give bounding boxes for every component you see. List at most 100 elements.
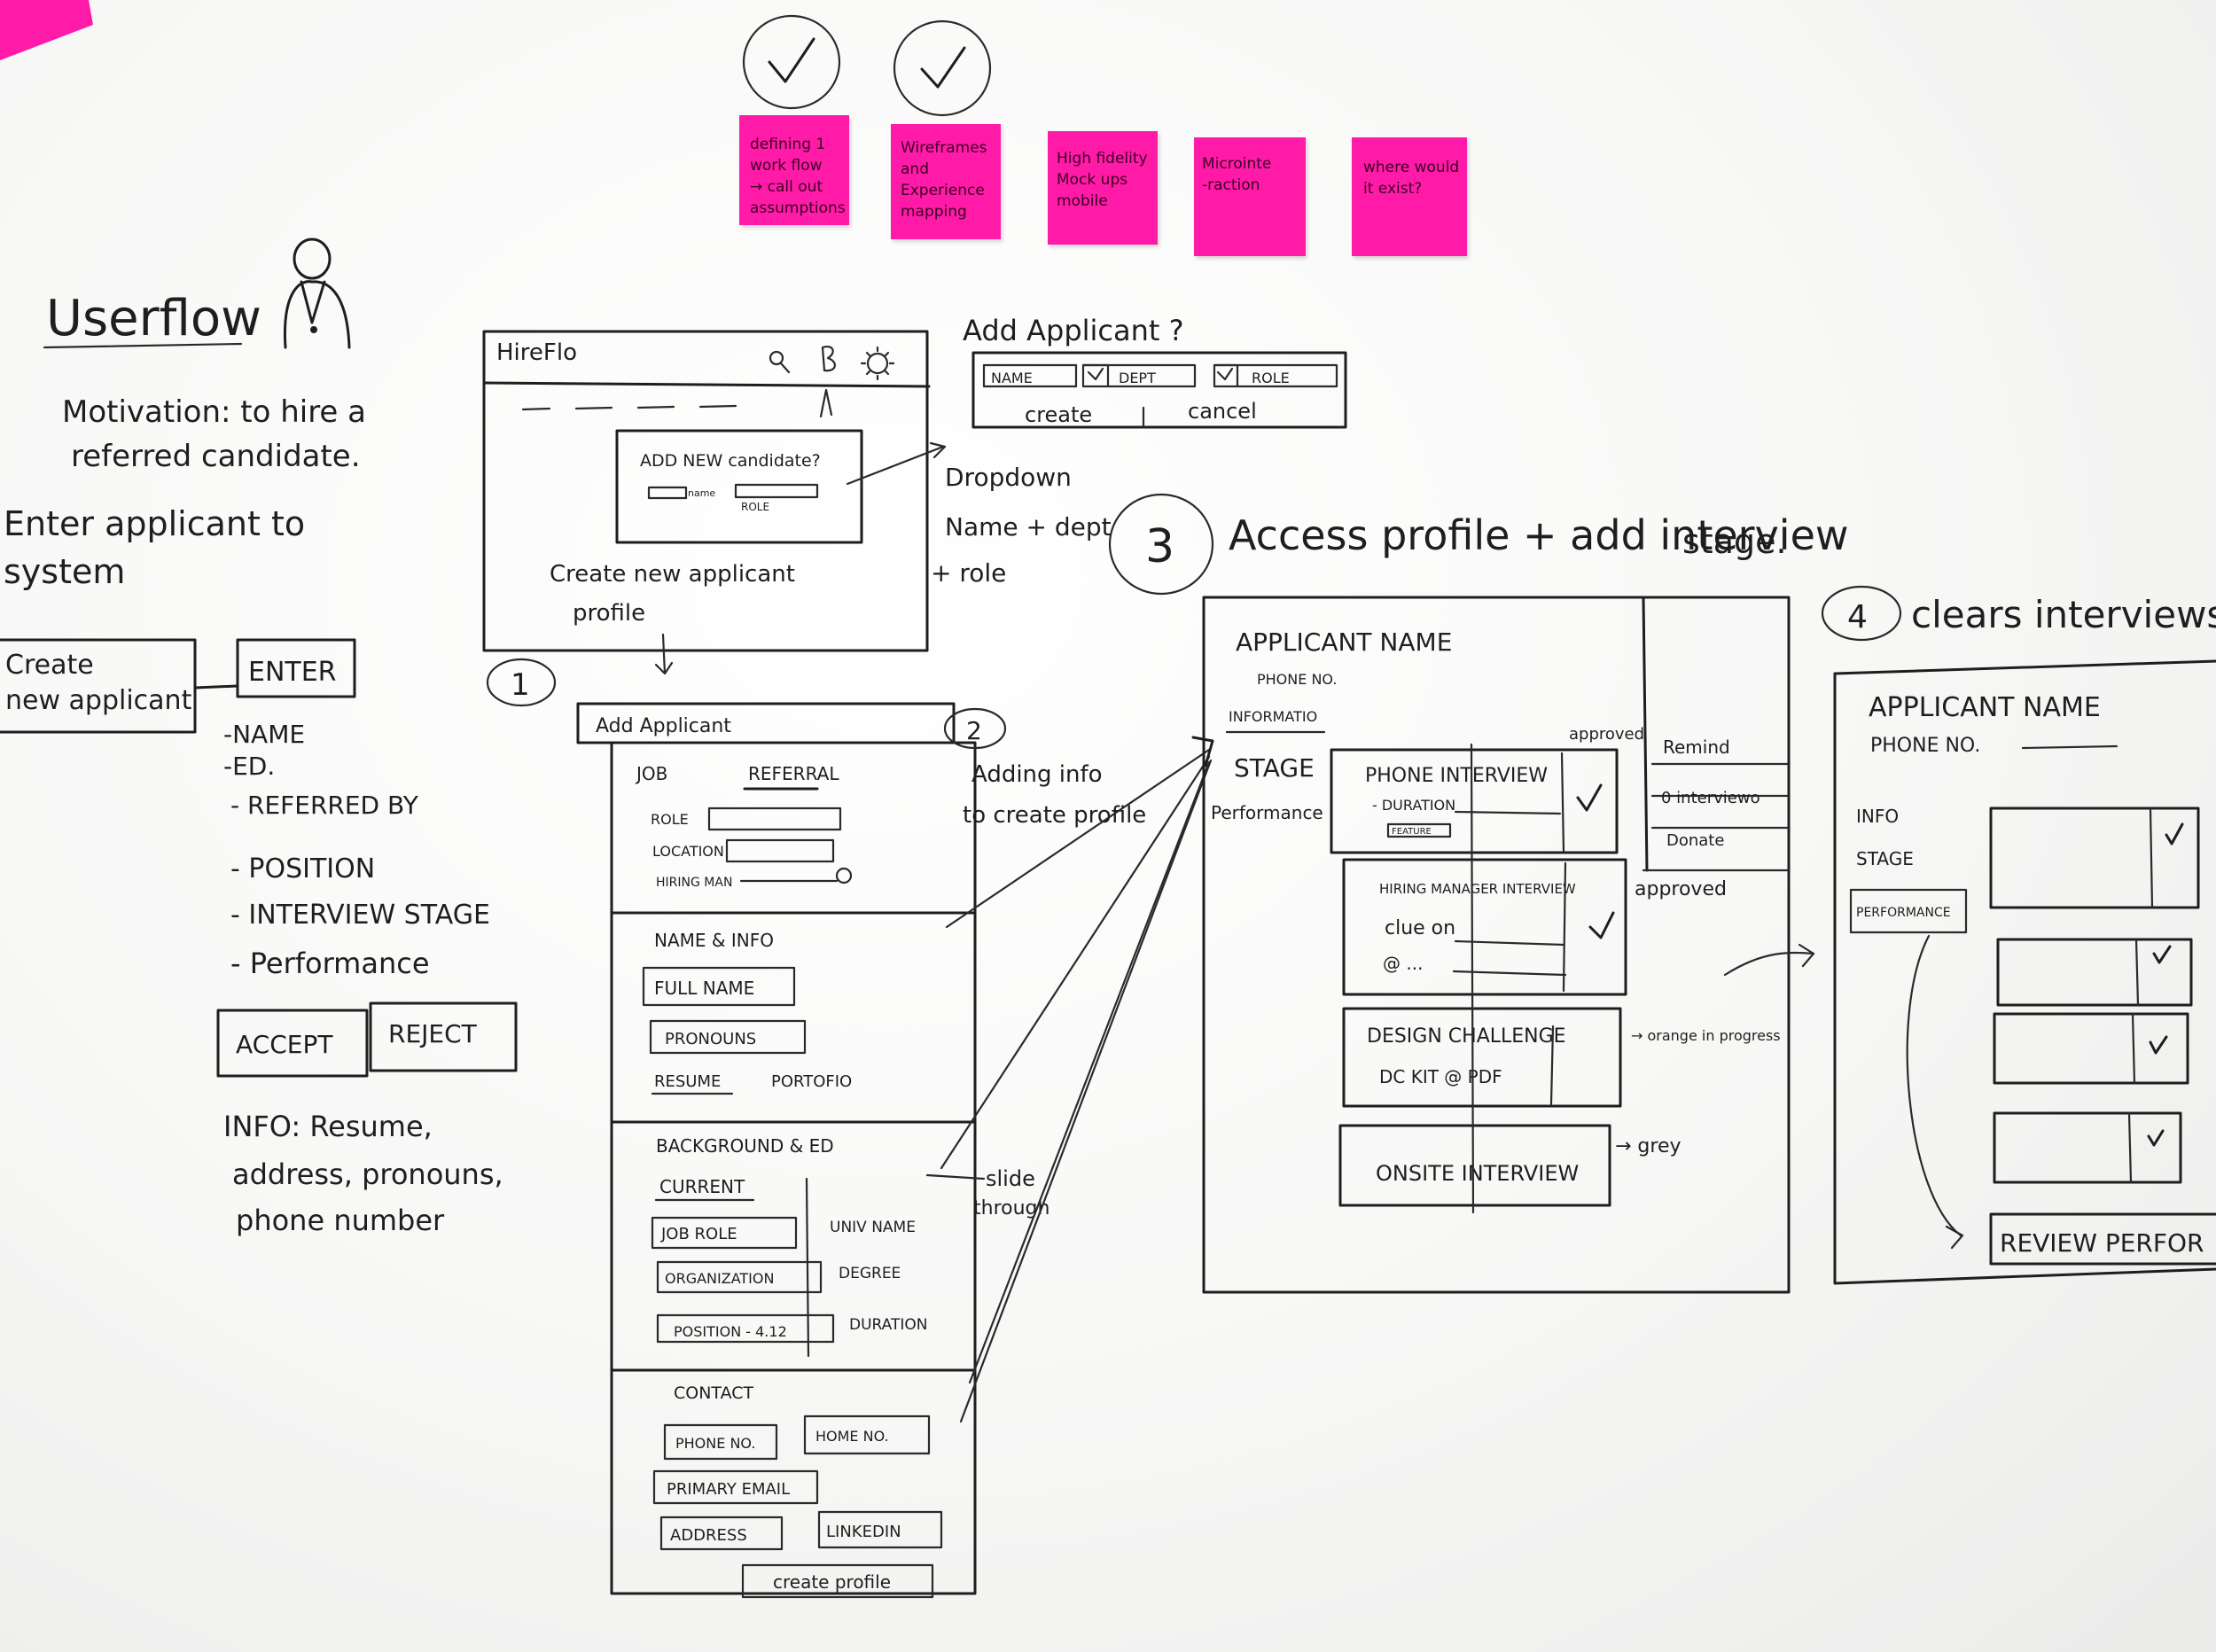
step4-nav-performance: PERFORMANCE xyxy=(1856,906,1951,920)
sticky-2-line-4: mapping xyxy=(901,203,967,221)
svg-text:High fidelity: High fidelity xyxy=(1057,150,1148,168)
slide-note-1: slide xyxy=(986,1166,1035,1191)
name-info-heading: NAME & INFO xyxy=(654,930,774,951)
univ-name-label: UNIV NAME xyxy=(830,1219,916,1236)
step-4-section: 4 clears interviews APPLICANT NAME PHONE… xyxy=(1821,585,2216,1285)
dropdown-note-2: Name + dept xyxy=(945,512,1112,542)
sticky-5-line-1: where would xyxy=(1363,159,1459,176)
search-icon xyxy=(769,350,791,374)
step4-phone: PHONE NO. xyxy=(1870,735,1980,757)
create-profile-label: create profile xyxy=(773,1571,891,1593)
form-note-1: Adding info xyxy=(971,761,1103,788)
sticky-note-5: where would it exist? xyxy=(1352,137,1467,256)
contact-heading: CONTACT xyxy=(674,1383,753,1403)
screen-2-form: Add Applicant JOB REFERRAL ROLE LOCATION… xyxy=(576,702,1146,1599)
connector-arrows xyxy=(940,736,1214,1423)
role-label: ROLE xyxy=(651,811,689,828)
card-4-title: ONSITE INTERVIEW xyxy=(1376,1161,1579,1186)
info-line-3: phone number xyxy=(236,1204,445,1237)
reject-button xyxy=(369,1001,518,1072)
sticky-check-1 xyxy=(742,14,841,110)
sticky-2-line-1: Wireframes xyxy=(901,139,987,157)
location-label: LOCATION xyxy=(652,843,724,860)
step-4-title: clears interviews xyxy=(1911,593,2216,636)
corner-sticky-note xyxy=(0,0,93,60)
sticky-2-line-3: Experience xyxy=(901,182,985,199)
sticky-3-line-1: High fidelity xyxy=(1057,150,1148,168)
card-2-line-1: clue on xyxy=(1385,917,1455,939)
position-field: POSITION - 4.12 xyxy=(674,1323,787,1340)
sticky-3-line-2: Mock ups xyxy=(1057,171,1128,189)
accept-button xyxy=(216,1009,369,1078)
card-3-title: DESIGN CHALLENGE xyxy=(1367,1025,1566,1048)
form-title: Add Applicant xyxy=(596,715,731,737)
stage-card-hiring-manager xyxy=(1342,858,1627,996)
step4-card-4-check-icon xyxy=(2147,1129,2165,1147)
degree-label: DEGREE xyxy=(839,1265,901,1282)
svg-text:it exist?: it exist? xyxy=(1363,180,1422,198)
card-2-line-2: @ ... xyxy=(1383,953,1423,974)
svg-text:defining 1: defining 1 xyxy=(750,136,825,153)
step4-card-2 xyxy=(1996,938,2193,1007)
side-menu-interview: 0 interviewo xyxy=(1661,789,1760,807)
tab-job: JOB xyxy=(635,763,667,784)
card-1-badge: FEATURE xyxy=(1392,827,1432,837)
sticky-note-4: Microinte -raction xyxy=(1194,137,1306,256)
sticky-1-line-1: defining 1 xyxy=(750,136,825,153)
organization-field: ORGANIZATION xyxy=(665,1270,774,1287)
popup-dept: DEPT xyxy=(1119,370,1156,386)
screen1-caption-2: profile xyxy=(573,600,645,627)
sticky-note-2: Wireframes and Experience mapping xyxy=(891,124,1001,239)
sticky-check-2 xyxy=(893,19,992,117)
svg-text:where would: where would xyxy=(1363,159,1459,176)
svg-text:-raction: -raction xyxy=(1202,176,1260,194)
screen1-caption-1: Create new applicant xyxy=(550,561,795,588)
dropdown-note-1: Dropdown xyxy=(945,463,1072,492)
enter-line-1: Enter applicant to xyxy=(4,504,305,543)
svg-text:Experience: Experience xyxy=(901,182,985,199)
step4-card-3-check-icon xyxy=(2149,1035,2168,1055)
enter-line-2: system xyxy=(4,552,125,591)
side-menu-remind: Remind xyxy=(1663,736,1730,758)
enter-box xyxy=(236,638,356,698)
sticky-2-line-2: and xyxy=(901,160,929,178)
reject-label: REJECT xyxy=(388,1019,478,1048)
userflow-title: Userflow xyxy=(46,290,261,347)
sticky-1-line-4: assumptions xyxy=(750,199,846,217)
step4-nav-info: INFO xyxy=(1856,806,1899,827)
svg-text:→ call out: → call out xyxy=(750,178,823,196)
modal-name-label: name xyxy=(688,487,715,499)
field-interview-stage: - INTERVIEW STAGE xyxy=(230,900,490,931)
address-field: ADDRESS xyxy=(670,1526,747,1545)
create-box-line-1: Create xyxy=(5,650,94,681)
svg-text:mapping: mapping xyxy=(901,203,967,221)
modal-role-label: ROLE xyxy=(741,501,769,513)
step4-applicant-name: APPLICANT NAME xyxy=(1869,692,2101,723)
step-3-to-4-arrow xyxy=(1723,951,1815,977)
svg-text:Mock ups: Mock ups xyxy=(1057,171,1128,189)
full-name-field: FULL NAME xyxy=(654,978,754,999)
current-label: CURRENT xyxy=(659,1176,745,1197)
step-3-section: 3 Access profile + add interview stage. … xyxy=(1108,493,1849,1294)
card-3-line-1: DC KIT @ PDF xyxy=(1379,1066,1502,1087)
popup-role: ROLE xyxy=(1252,370,1290,386)
settings-icon xyxy=(860,346,895,381)
hiring-man-label: HIRING MAN xyxy=(656,876,732,890)
sticky-4-line-1: Microinte xyxy=(1202,155,1271,173)
svg-text:Microinte: Microinte xyxy=(1202,155,1271,173)
card-4-note: → grey xyxy=(1615,1135,1682,1157)
sticky-5-line-2: it exist? xyxy=(1363,180,1422,198)
step4-nav-stage: STAGE xyxy=(1856,848,1914,869)
form-note-2: to create profile xyxy=(963,802,1146,829)
svg-text:mobile: mobile xyxy=(1057,192,1108,210)
card-1-note: approved xyxy=(1569,725,1644,744)
modal-title: ADD NEW candidate? xyxy=(640,451,821,471)
linkedin-field: LINKEDIN xyxy=(826,1523,901,1541)
stage-card-phone xyxy=(1330,748,1619,854)
add-candidate-modal xyxy=(615,429,863,544)
person-icon xyxy=(283,238,351,349)
add-applicant-popup: Add Applicant ? NAME DEPT ROLE create ca… xyxy=(963,314,1347,429)
motivation-line-1: Motivation: to hire a xyxy=(62,394,366,430)
duration-label: DURATION xyxy=(849,1316,927,1334)
sticky-4-line-2: -raction xyxy=(1202,176,1260,194)
